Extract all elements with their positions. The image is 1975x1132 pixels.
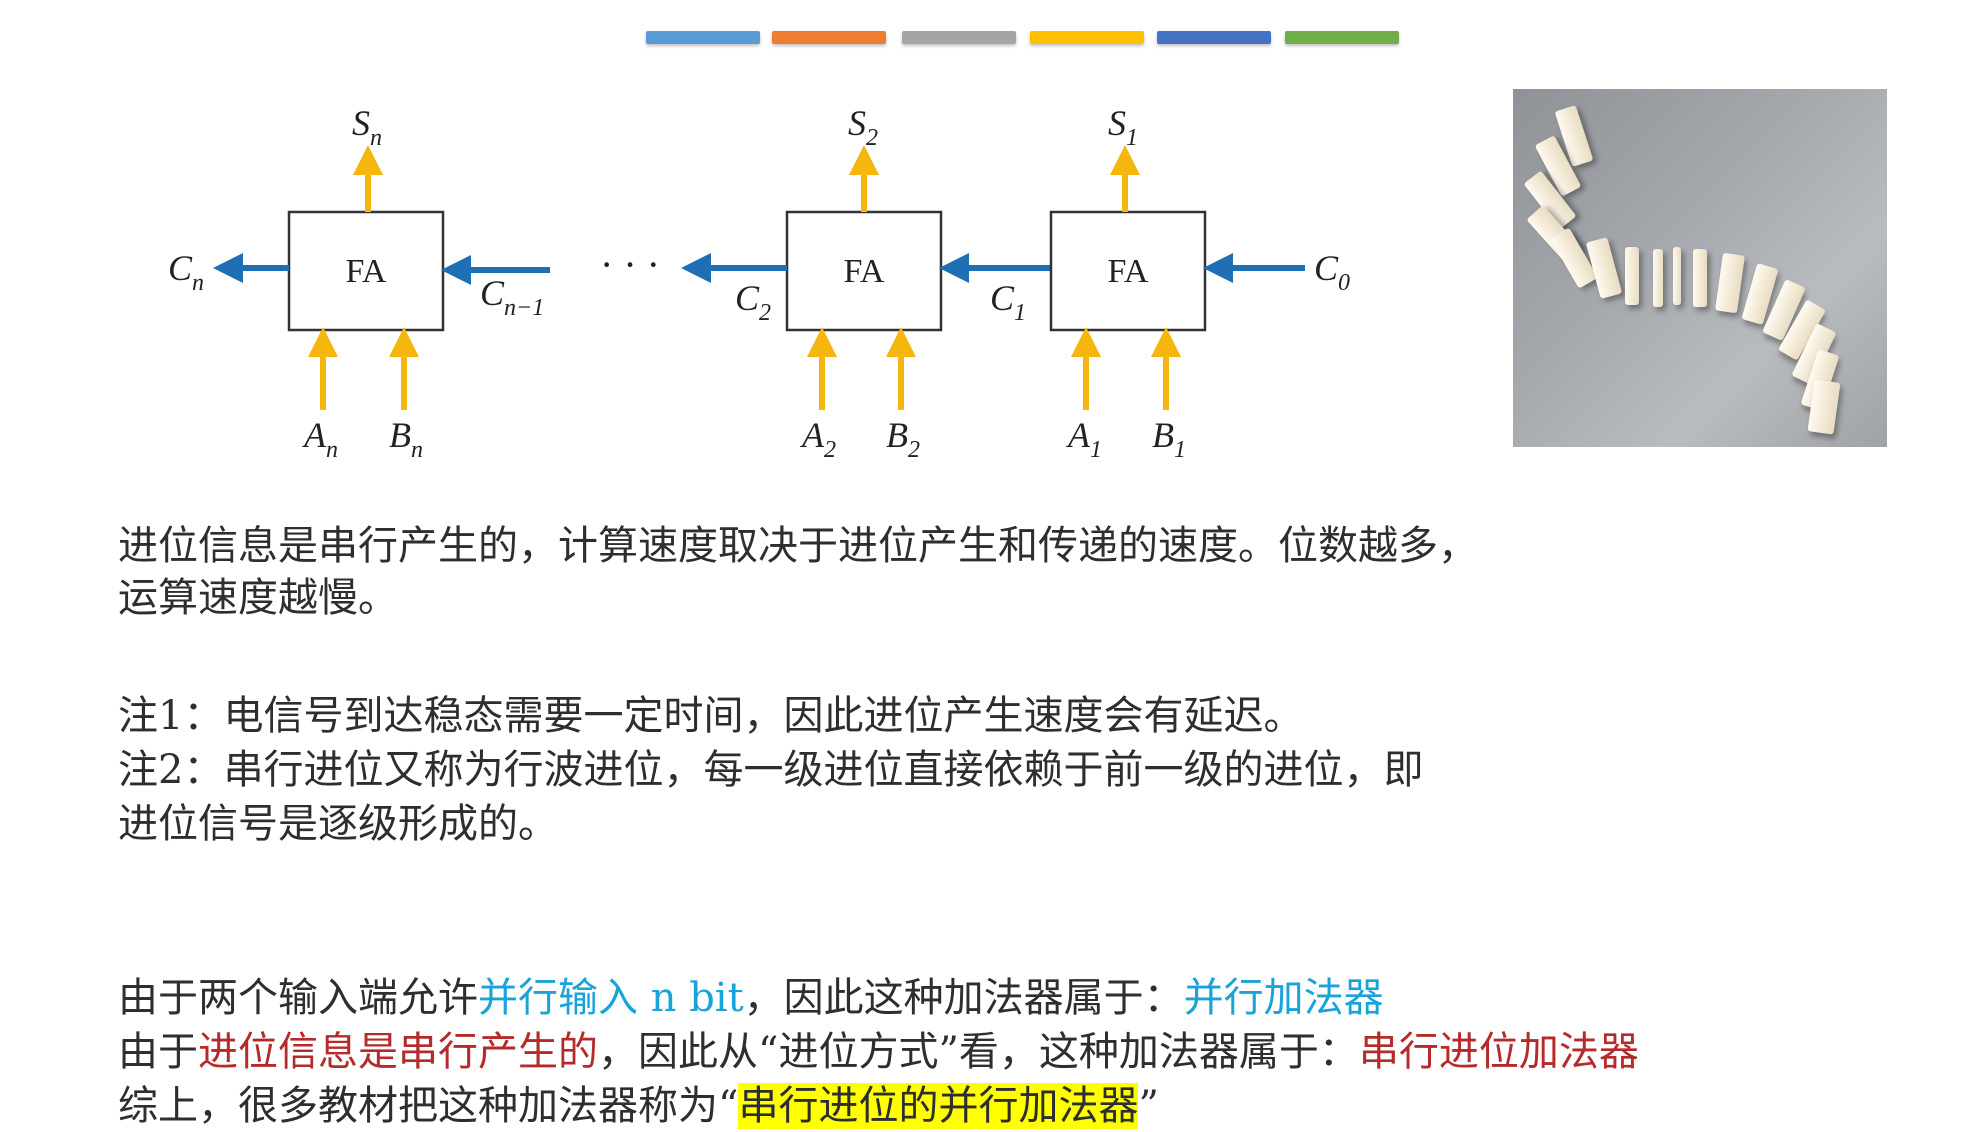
svg-text:Cn: Cn xyxy=(168,248,204,296)
ellipsis: · · · xyxy=(600,242,660,287)
sum-label: S xyxy=(352,103,370,143)
summary-3-a: 综上，很多教材把这种加法器称为“ xyxy=(118,1083,739,1129)
svg-text:B2: B2 xyxy=(886,415,920,463)
carry-c1-label: C xyxy=(990,278,1015,318)
paragraph-line-2: 运算速度越慢。 xyxy=(118,575,398,621)
summary-2-c: ，因此从“进位方式”看，这种加法器属于： xyxy=(598,1029,1359,1075)
carry-c2-label: C xyxy=(735,278,760,318)
paragraph-line-1: 进位信息是串行产生的，计算速度取决于进位产生和传递的速度。位数越多， xyxy=(118,523,1478,569)
carry-in-label: C xyxy=(480,273,505,313)
color-bar-4 xyxy=(1030,31,1144,44)
fa-block-n: FA Sn An Bn xyxy=(287,103,445,463)
summary-1-c: ，因此这种加法器属于： xyxy=(743,975,1184,1021)
color-bar-1 xyxy=(646,31,760,44)
summary-2-a: 由于 xyxy=(118,1029,198,1075)
summary-line-2: 由于进位信息是串行产生的，因此从“进位方式”看，这种加法器属于：串行进位加法器 xyxy=(118,1026,1639,1078)
summary-2-result: 串行进位加法器 xyxy=(1358,1029,1639,1075)
fa-label: FA xyxy=(844,253,885,290)
note-1: 注1：电信号到达稳态需要一定时间，因此进位产生速度会有延迟。 xyxy=(118,693,1304,739)
domino-photo xyxy=(1513,89,1887,447)
svg-text:A2: A2 xyxy=(800,415,836,463)
summary-1-a: 由于两个输入端允许 xyxy=(118,975,478,1021)
fa-block-2: FA S2 A2 B2 xyxy=(785,103,943,463)
fa-label: FA xyxy=(346,253,387,290)
summary-line-3: 综上，很多教材把这种加法器称为“串行进位的并行加法器” xyxy=(118,1080,1159,1132)
input-b-label: B xyxy=(389,415,411,455)
svg-text:S1: S1 xyxy=(1108,103,1138,151)
svg-text:An: An xyxy=(302,415,338,463)
summary-3-highlight: 串行进位的并行加法器 xyxy=(738,1083,1139,1129)
input-a-label: A xyxy=(800,415,825,455)
input-a-label: A xyxy=(1066,415,1091,455)
svg-text:A1: A1 xyxy=(1066,415,1102,463)
input-a-label: A xyxy=(302,415,327,455)
carry-c0-label: C xyxy=(1314,248,1339,288)
note-2-line-1: 注2：串行进位又称为行波进位，每一级进位直接依赖于前一级的进位，即 xyxy=(118,747,1424,793)
summary-2-highlight: 进位信息是串行产生的 xyxy=(198,1029,598,1075)
svg-text:Cn−1: Cn−1 xyxy=(480,273,544,321)
fa-block-1: FA S1 A1 B1 xyxy=(1049,103,1207,463)
color-bar-5 xyxy=(1157,31,1271,44)
svg-text:C2: C2 xyxy=(735,278,771,326)
note-2-line-2: 进位信号是逐级形成的。 xyxy=(118,801,558,847)
color-bar-2 xyxy=(772,31,886,44)
svg-text:B1: B1 xyxy=(1152,415,1186,463)
summary-line-1: 由于两个输入端允许并行输入 n bit，因此这种加法器属于：并行加法器 xyxy=(118,972,1384,1024)
ripple-carry-adder-diagram: FA Sn An Bn Cn Cn−1 · · · FA S2 A2 B2 C2… xyxy=(168,103,1350,463)
svg-text:C0: C0 xyxy=(1314,248,1350,296)
fa-label: FA xyxy=(1108,253,1149,290)
sum-label: S xyxy=(848,103,866,143)
summary-3-c: ” xyxy=(1138,1083,1159,1129)
svg-text:Sn: Sn xyxy=(352,103,382,151)
summary-1-result: 并行加法器 xyxy=(1183,975,1384,1021)
color-bar-6 xyxy=(1285,31,1399,44)
color-bar-3 xyxy=(902,31,1016,44)
svg-text:S2: S2 xyxy=(848,103,878,151)
input-b-label: B xyxy=(1152,415,1174,455)
input-b-label: B xyxy=(886,415,908,455)
summary-1-highlight: 并行输入 n bit xyxy=(478,975,744,1021)
svg-text:Bn: Bn xyxy=(389,415,423,463)
sum-label: S xyxy=(1108,103,1126,143)
carry-out-label: C xyxy=(168,248,193,288)
svg-text:C1: C1 xyxy=(990,278,1026,326)
